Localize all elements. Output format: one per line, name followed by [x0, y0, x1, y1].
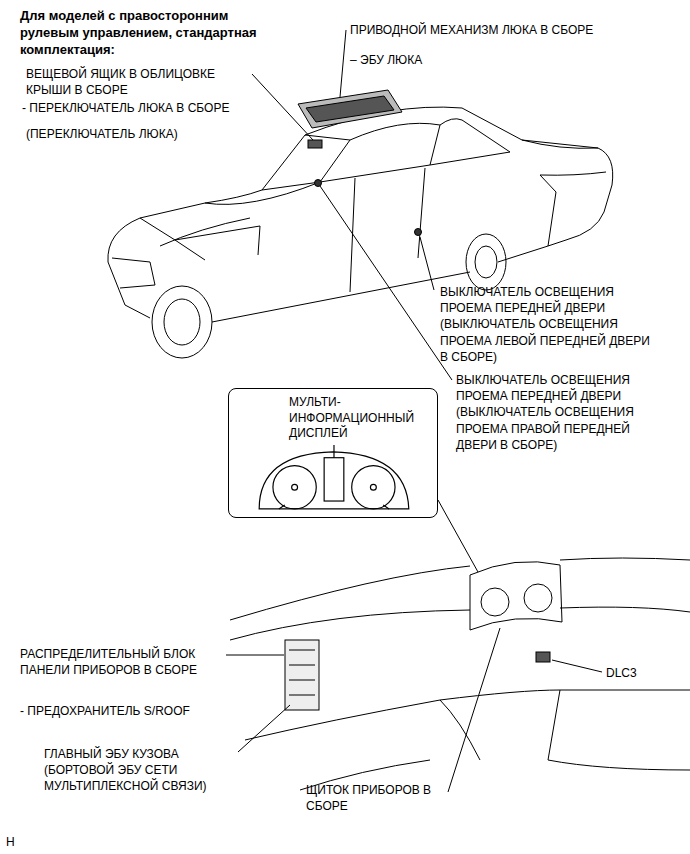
- figure-title: Для моделей с правосторонним рулевым упр…: [20, 8, 260, 59]
- part-label: – ЭБУ ЛЮКА: [350, 52, 550, 68]
- part-label: ЩИТОК ПРИБОРОВ В СБОРЕ: [306, 782, 436, 814]
- part-label: ВЫКЛЮЧАТЕЛЬ ОСВЕЩЕНИЯ ПРОЕМА ПЕРЕДНЕЙ ДВ…: [456, 372, 671, 453]
- part-label: DLC3: [606, 665, 666, 681]
- part-label: ВЕЩЕВОЙ ЯЩИК В ОБЛИЦОВКЕ КРЫШИ В СБОРЕ: [26, 66, 246, 98]
- part-label: РАСПРЕДЕЛИТЕЛЬНЫЙ БЛОК ПАНЕЛИ ПРИБОРОВ В…: [20, 646, 220, 678]
- part-label: ВЫКЛЮЧАТЕЛЬ ОСВЕЩЕНИЯ ПРОЕМА ПЕРЕДНЕЙ ДВ…: [440, 284, 650, 365]
- part-label: - ПРЕДОХРАНИТЕЛЬ S/ROOF: [20, 703, 260, 719]
- part-label: (ПЕРЕКЛЮЧАТЕЛЬ ЛЮКА): [26, 126, 286, 142]
- part-label: ПРИВОДНОЙ МЕХАНИЗМ ЛЮКА В СБОРЕ: [350, 22, 670, 38]
- inset-frame: МУЛЬТИ- ИНФОРМАЦИОННЫЙ ДИСПЛЕЙ: [228, 388, 438, 518]
- part-label: ГЛАВНЫЙ ЭБУ КУЗОВА (БОРТОВОЙ ЭБУ СЕТИ МУ…: [44, 746, 234, 795]
- figure-code: H: [6, 834, 36, 850]
- part-label: - ПЕРЕКЛЮЧАТЕЛЬ ЛЮКА В СБОРЕ: [22, 100, 282, 116]
- display-label: МУЛЬТИ- ИНФОРМАЦИОННЫЙ ДИСПЛЕЙ: [289, 395, 419, 442]
